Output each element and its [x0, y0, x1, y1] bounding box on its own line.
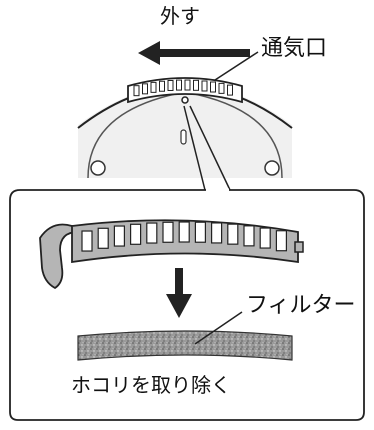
vent-slot — [142, 83, 148, 95]
frame-opening — [178, 221, 190, 243]
zoom-wedge — [183, 105, 231, 191]
vent-grille — [127, 77, 243, 104]
vent-slot — [193, 79, 199, 91]
frame-opening — [259, 227, 271, 249]
remove-label: 外す — [160, 4, 200, 28]
vent-slot — [150, 81, 157, 93]
vent-leader-line — [214, 51, 259, 81]
frame-openings — [81, 221, 287, 252]
filter-media — [77, 330, 293, 361]
vent-slot — [133, 85, 140, 97]
device-body — [77, 85, 293, 179]
filter-frame — [39, 219, 304, 290]
vent-slot — [210, 81, 216, 93]
frame-opening — [81, 230, 93, 252]
frame-opening — [146, 222, 158, 244]
frame-opening — [211, 222, 223, 244]
vent-slot — [218, 82, 225, 94]
frame-opening — [130, 223, 142, 245]
frame-opening — [275, 230, 287, 252]
filter-label: フィルター — [246, 293, 356, 318]
remove-arrow-icon — [138, 41, 250, 65]
vent-slot — [201, 80, 208, 92]
vent-slot — [159, 80, 165, 92]
down-arrow-icon — [166, 268, 192, 318]
vent-slot — [176, 79, 182, 91]
frame-opening — [227, 223, 239, 245]
vent-slot — [184, 79, 191, 91]
frame-opening — [243, 225, 255, 247]
vent-label: 通気口 — [261, 36, 328, 61]
vent-slots — [133, 79, 233, 97]
vent-slot — [167, 79, 174, 91]
filter-leader-line — [194, 311, 243, 345]
frame-opening — [97, 227, 109, 249]
frame-opening — [162, 221, 174, 243]
frame-opening — [194, 221, 206, 243]
remove-dust-label: ホコリを取り除く — [71, 373, 231, 397]
vent-slot — [227, 84, 233, 96]
frame-opening — [113, 225, 126, 247]
